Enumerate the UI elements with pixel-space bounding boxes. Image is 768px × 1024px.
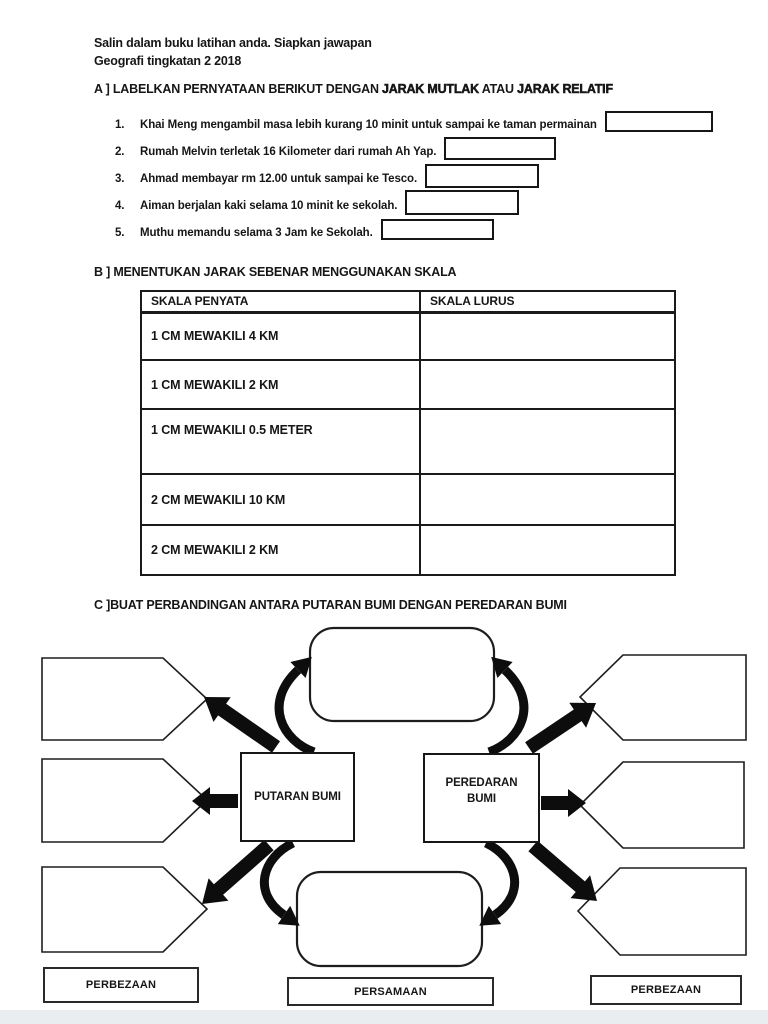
peredaran-bumi-box: PEREDARAN BUMI bbox=[423, 753, 540, 843]
table-row: 1 CM MEWAKILI 4 KM bbox=[140, 311, 676, 361]
arrow-left-middle bbox=[192, 787, 238, 815]
perbezaan-left-box: PERBEZAAN bbox=[43, 967, 199, 1003]
curved-arrow-bottom-left bbox=[259, 838, 296, 919]
answer-box bbox=[380, 219, 494, 240]
blank-tag-left-middle bbox=[41, 758, 209, 843]
blank-rounded-box-bottom bbox=[295, 870, 484, 968]
arrow-right-down bbox=[528, 840, 597, 901]
list-item: 2. Rumah Melvin terletak 16 Kilometer da… bbox=[94, 137, 758, 165]
blank-tag-left-top bbox=[41, 657, 209, 741]
item-text: Khai Meng mengambil masa lebih kurang 10… bbox=[140, 118, 597, 131]
perbezaan-left-label: PERBEZAAN bbox=[85, 979, 157, 991]
persamaan-box: PERSAMAAN bbox=[287, 977, 494, 1006]
list-item: 5. Muthu memandu selama 3 Jam ke Sekolah… bbox=[94, 219, 758, 246]
peredaran-bumi-label: PEREDARAN BUMI bbox=[445, 777, 518, 805]
comparison-diagram bbox=[41, 626, 747, 968]
answer-box bbox=[444, 137, 557, 160]
answer-cell bbox=[419, 524, 676, 576]
table-header-row: SKALA PENYATA SKALA LURUS bbox=[140, 290, 676, 314]
section-a-heading: A ] LABELKAN PERNYATAAN BERIKUT DENGAN J… bbox=[94, 82, 613, 97]
item-text: Aiman berjalan kaki selama 10 minit ke s… bbox=[140, 199, 398, 212]
persamaan-label: PERSAMAAN bbox=[354, 985, 427, 998]
table-row: 2 CM MEWAKILI 2 KM bbox=[140, 524, 676, 576]
answer-box bbox=[425, 163, 540, 188]
item-number: 3. bbox=[115, 172, 125, 185]
scale-statement-cell: 1 CM MEWAKILI 2 KM bbox=[140, 359, 421, 410]
section-c-heading: C ]BUAT PERBANDINGAN ANTARA PUTARAN BUMI… bbox=[94, 598, 567, 612]
scale-statement-cell: 1 CM MEWAKILI 4 KM bbox=[140, 311, 421, 361]
answer-box bbox=[405, 190, 520, 215]
blank-tag-left-bottom bbox=[41, 866, 209, 953]
answer-cell bbox=[419, 473, 676, 526]
arrow-right-up bbox=[525, 702, 596, 754]
blank-tag-right-middle bbox=[578, 761, 745, 849]
item-number: 4. bbox=[115, 199, 125, 212]
curved-arrowhead-top-left bbox=[290, 656, 312, 678]
item-number: 5. bbox=[115, 226, 125, 239]
arrow-left-down bbox=[202, 839, 274, 904]
item-text: Ahmad membayar rm 12.00 untuk sampai ke … bbox=[140, 172, 418, 185]
course-line: Geografi tingkatan 2 2018 bbox=[94, 54, 242, 68]
list-item: 1. Khai Meng mengambil masa lebih kurang… bbox=[94, 111, 758, 138]
arrow-left-up bbox=[204, 697, 280, 753]
perbezaan-right-label: PERBEZAAN bbox=[630, 984, 702, 996]
column-header-skala-penyata: SKALA PENYATA bbox=[140, 290, 421, 314]
section-b-heading: B ] MENENTUKAN JARAK SEBENAR MENGGUNAKAN… bbox=[94, 265, 457, 279]
section-a-heading-part1: A ] LABELKAN PERNYATAAN BERIKUT DENGAN bbox=[94, 82, 383, 96]
answer-cell bbox=[419, 311, 676, 361]
putaran-bumi-label: PUTARAN BUMI bbox=[254, 791, 341, 803]
question-list: 1. Khai Meng mengambil masa lebih kurang… bbox=[94, 111, 758, 246]
list-item: 4. Aiman berjalan kaki selama 10 minit k… bbox=[94, 190, 758, 219]
putaran-bumi-box: PUTARAN BUMI bbox=[240, 752, 355, 842]
blank-tag-right-bottom bbox=[576, 867, 747, 956]
curved-arrow-top-right bbox=[487, 666, 529, 757]
blank-rounded-box-top bbox=[308, 626, 496, 723]
curved-arrowhead-bottom-right bbox=[479, 905, 502, 926]
answer-cell bbox=[419, 359, 676, 410]
scale-table: SKALA PENYATA SKALA LURUS 1 CM MEWAKILI … bbox=[140, 290, 676, 576]
item-number: 1. bbox=[115, 118, 125, 131]
blank-tag-right-top bbox=[578, 654, 747, 741]
table-row: 1 CM MEWAKILI 2 KM bbox=[140, 359, 676, 410]
curved-arrow-top-left bbox=[274, 666, 316, 757]
item-text: Muthu memandu selama 3 Jam ke Sekolah. bbox=[140, 226, 373, 239]
curved-arrow-bottom-right bbox=[483, 838, 520, 919]
list-item: 3. Ahmad membayar rm 12.00 untuk sampai … bbox=[94, 163, 758, 192]
answer-box bbox=[604, 111, 713, 132]
column-header-skala-lurus: SKALA LURUS bbox=[419, 290, 676, 314]
perbezaan-right-box: PERBEZAAN bbox=[590, 975, 742, 1005]
curved-arrowhead-top-right bbox=[491, 656, 513, 678]
curved-arrowhead-bottom-left bbox=[277, 905, 300, 926]
instruction-line: Salin dalam buku latihan anda. Siapkan j… bbox=[94, 36, 372, 50]
section-a-heading-jarak-mutlak: JARAK MUTLAK bbox=[382, 82, 480, 97]
scale-statement-cell: 1 CM MEWAKILI 0.5 METER bbox=[140, 408, 421, 475]
answer-cell bbox=[419, 408, 676, 475]
item-text: Rumah Melvin terletak 16 Kilometer dari … bbox=[140, 145, 437, 158]
section-a-heading-atau: ATAU bbox=[478, 82, 518, 96]
table-row: 1 CM MEWAKILI 0.5 METER bbox=[140, 408, 676, 475]
section-a-heading-jarak-relatif: JARAK RELATIF bbox=[517, 82, 613, 97]
page-edge bbox=[0, 1010, 768, 1024]
scale-statement-cell: 2 CM MEWAKILI 10 KM bbox=[140, 473, 421, 526]
table-row: 2 CM MEWAKILI 10 KM bbox=[140, 473, 676, 526]
arrow-right-middle bbox=[541, 789, 586, 817]
scale-statement-cell: 2 CM MEWAKILI 2 KM bbox=[140, 524, 421, 576]
item-number: 2. bbox=[115, 145, 125, 158]
